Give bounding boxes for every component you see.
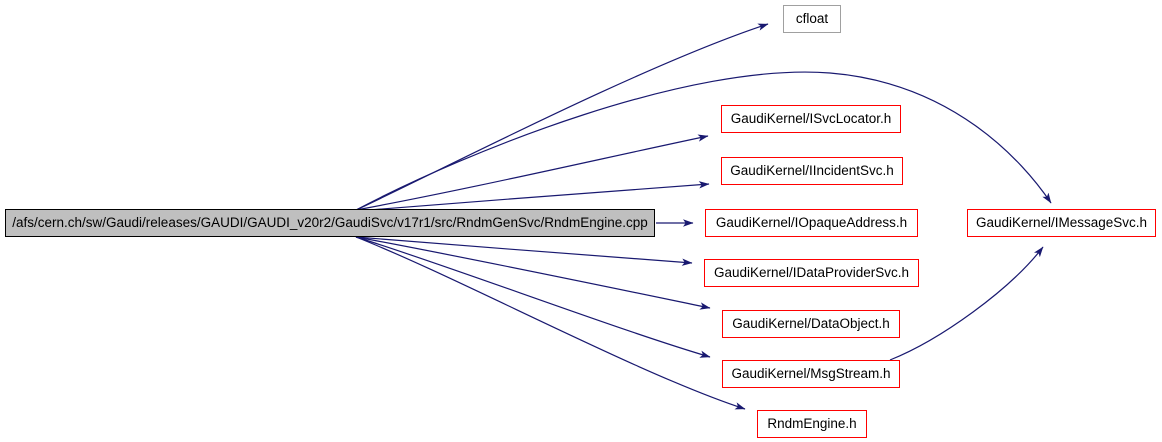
node-rndmengine-label: RndmEngine.h xyxy=(767,416,857,432)
edge-root-to-imessagesvc xyxy=(355,71,1052,211)
node-isvclocator-label: GaudiKernel/ISvcLocator.h xyxy=(730,111,892,127)
node-msgstream-label: GaudiKernel/MsgStream.h xyxy=(731,366,891,382)
edge-root-to-iincidentsvc xyxy=(355,181,710,212)
node-cfloat-label: cfloat xyxy=(795,11,829,27)
edge-root-to-cfloat xyxy=(355,23,769,211)
node-iincidentsvc-label: GaudiKernel/IIncidentSvc.h xyxy=(730,163,894,179)
edge-root-to-dataobject xyxy=(355,236,711,310)
node-rndmengine[interactable]: RndmEngine.h xyxy=(757,410,867,438)
node-imessagesvc-label: GaudiKernel/IMessageSvc.h xyxy=(975,215,1148,231)
edge-root-to-idataprovidersvc xyxy=(355,236,693,266)
node-dataobject-label: GaudiKernel/DataObject.h xyxy=(732,316,890,332)
edge-root-to-msgstream xyxy=(355,236,711,358)
node-cfloat[interactable]: cfloat xyxy=(783,5,841,33)
node-isvclocator[interactable]: GaudiKernel/ISvcLocator.h xyxy=(721,105,901,133)
node-idataprovidersvc-label: GaudiKernel/IDataProviderSvc.h xyxy=(713,265,910,281)
edge-root-to-rndmengine xyxy=(355,236,746,410)
node-imessagesvc[interactable]: GaudiKernel/IMessageSvc.h xyxy=(967,209,1156,237)
node-iopaqueaddress[interactable]: GaudiKernel/IOpaqueAddress.h xyxy=(705,209,918,237)
node-iopaqueaddress-label: GaudiKernel/IOpaqueAddress.h xyxy=(715,215,908,231)
node-msgstream[interactable]: GaudiKernel/MsgStream.h xyxy=(722,360,900,388)
node-dataobject[interactable]: GaudiKernel/DataObject.h xyxy=(722,310,900,338)
node-idataprovidersvc[interactable]: GaudiKernel/IDataProviderSvc.h xyxy=(704,259,919,287)
node-root-label: /afs/cern.ch/sw/Gaudi/releases/GAUDI/GAU… xyxy=(12,215,648,231)
node-root[interactable]: /afs/cern.ch/sw/Gaudi/releases/GAUDI/GAU… xyxy=(5,209,655,237)
edge-root-to-isvclocator xyxy=(355,134,709,211)
node-iincidentsvc[interactable]: GaudiKernel/IIncidentSvc.h xyxy=(721,157,903,185)
